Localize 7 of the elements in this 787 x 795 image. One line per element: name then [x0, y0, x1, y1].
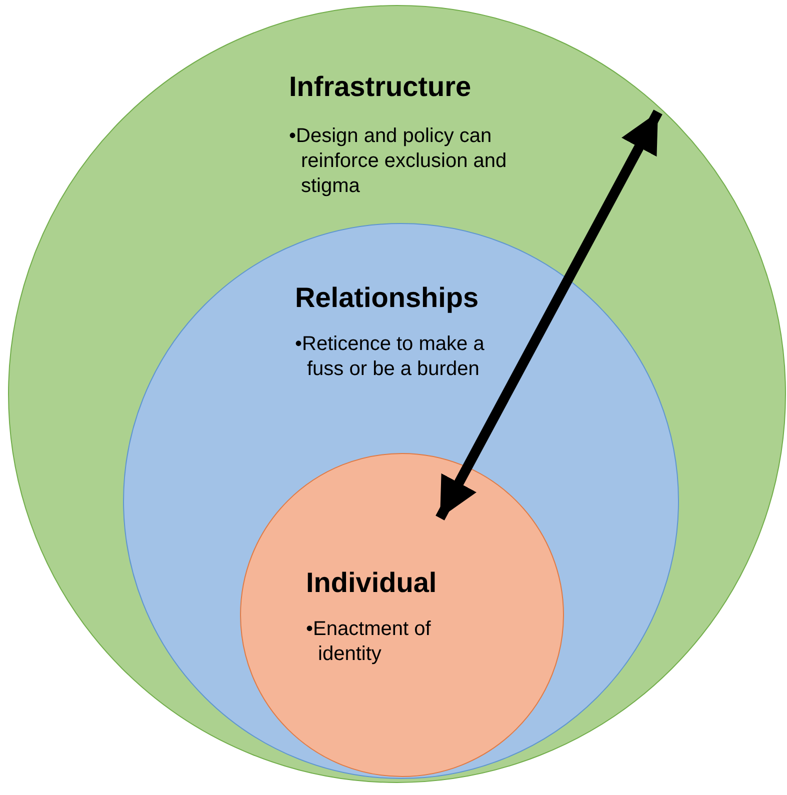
heading: Relationships — [295, 282, 479, 314]
heading: Infrastructure — [289, 71, 472, 103]
heading: Individual — [306, 567, 437, 599]
bullet-text: •Design and policy can reinforce exclusion and stigma — [289, 124, 508, 199]
double-arrow — [435, 109, 662, 520]
bullet-text: •Reticence to make a fuss or be a burden — [295, 332, 486, 382]
bullet-text: •Enactment of identity — [306, 617, 432, 667]
